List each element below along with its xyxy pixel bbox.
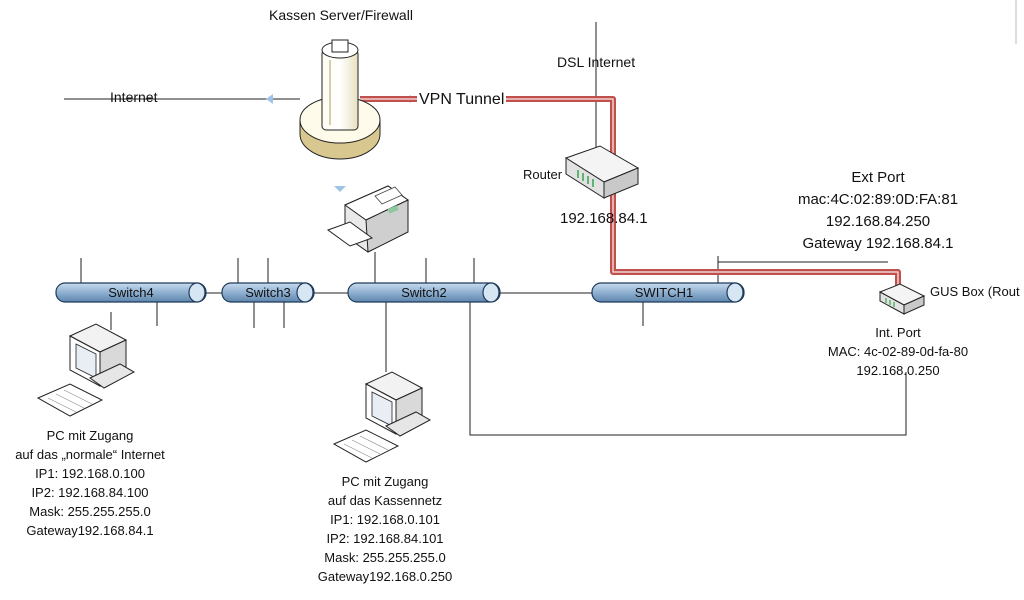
gus-box-label: GUS Box (Rout [930, 284, 1020, 299]
int-port-title: Int. Port [875, 325, 921, 340]
pc-center-line: PC mit Zugang [341, 474, 429, 489]
pc-center-line: IP2: 192.168.84.101 [326, 531, 444, 546]
switch-label: Switch2 [401, 285, 447, 300]
router-label: Router [523, 167, 563, 182]
pc-center-icon [332, 371, 432, 463]
router-icon [564, 145, 640, 199]
switch-label: Switch3 [245, 285, 291, 300]
pc-center-info: PC mit Zugang auf das Kassennetz IP1: 19… [300, 472, 470, 586]
pc-left-icon [36, 323, 136, 417]
int-port-info: Int. Port MAC: 4c-02-89-0d-fa-80 192.168… [808, 323, 988, 380]
gus-box-icon [878, 283, 926, 315]
pc-left-line: Gateway192.168.84.1 [26, 523, 154, 538]
pc-center-line: auf das Kassennetz [327, 493, 443, 508]
switch-4: Switch4 [55, 282, 207, 303]
int-port-ip: 192.168.0.250 [856, 363, 940, 378]
ext-port-title: Ext Port [851, 169, 905, 186]
dsl-internet-label: DSL Internet [557, 54, 636, 70]
pc-center-line: IP1: 192.168.0.101 [330, 512, 440, 527]
pc-left-line: Mask: 255.255.255.0 [29, 504, 151, 519]
vpn-tunnel-label: VPN Tunnel [417, 91, 507, 109]
switch-label: Switch4 [108, 285, 154, 300]
ext-port-mac: mac:4C:02:89:0D:FA:81 [797, 191, 959, 208]
server-label: Kassen Server/Firewall [269, 7, 413, 23]
pc-left-line: auf das „normale“ Internet [15, 447, 165, 462]
server-firewall-icon [299, 39, 381, 160]
switch-3: Switch3 [221, 282, 315, 303]
printer-icon [326, 185, 409, 253]
pc-center-line: Gateway192.168.0.250 [317, 569, 453, 584]
ext-port-gateway: Gateway 192.168.84.1 [802, 235, 954, 252]
internet-label: Internet [110, 89, 158, 105]
pc-left-info: PC mit Zugang auf das „normale“ Internet… [2, 426, 178, 540]
pc-center-line: Mask: 255.255.255.0 [324, 550, 446, 565]
switch-label: SWITCH1 [635, 285, 694, 300]
pc-left-line: IP2: 192.168.84.100 [31, 485, 149, 500]
pc-left-line: PC mit Zugang [46, 428, 134, 443]
network-links [64, 22, 907, 436]
pc-left-line: IP1: 192.168.0.100 [35, 466, 145, 481]
ext-port-ip: 192.168.84.250 [825, 213, 931, 230]
router-ip-label: 192.168.84.1 [560, 210, 648, 227]
switch-2: Switch2 [347, 282, 501, 303]
switch-1: SWITCH1 [591, 282, 745, 303]
int-port-mac: MAC: 4c-02-89-0d-fa-80 [827, 344, 969, 359]
ext-port-info: Ext Port mac:4C:02:89:0D:FA:81 192.168.8… [786, 167, 970, 255]
